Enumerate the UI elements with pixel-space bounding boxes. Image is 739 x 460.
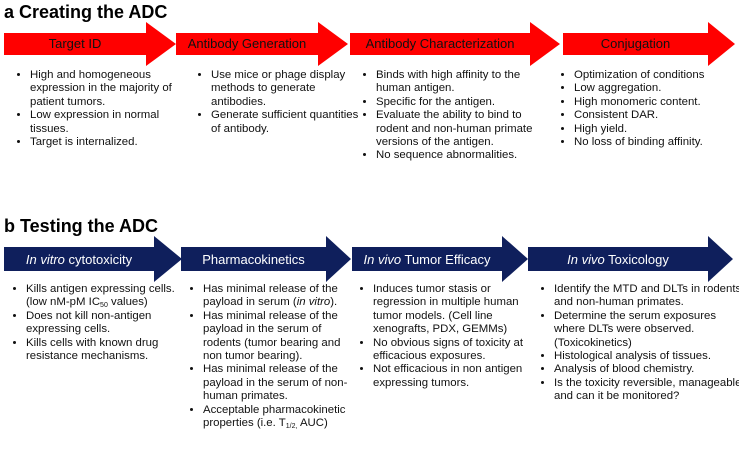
arrow-shape <box>4 22 176 66</box>
list-item: Has minimal release of the payload in se… <box>203 283 361 310</box>
list-item: Low aggregation. <box>574 82 739 95</box>
list-item: No sequence abnormalities. <box>376 149 539 162</box>
list-item: Acceptable pharmacokinetic properties (i… <box>203 404 361 431</box>
arrow-antibody-generation: Antibody Generation <box>176 21 348 67</box>
list-item-text-after: ). <box>330 296 338 309</box>
list-item-text: Does not kill non-antigen expressing cel… <box>26 309 152 336</box>
list-item-subscript: 50 <box>100 302 108 310</box>
arrow-shape <box>181 236 351 282</box>
list-item-text: Histological analysis of tissues. <box>554 350 712 363</box>
list-item-text: Is the toxicity reversible, manageable a… <box>554 376 739 403</box>
arrow-label: Target ID <box>48 36 102 51</box>
in-vitro-cytotoxicity-criteria: Kills antigen expressing cells. (low nM-… <box>13 283 191 363</box>
list-item: Identify the MTD and DLTs in rodents and… <box>554 283 739 310</box>
list-item: Is the toxicity reversible, manageable a… <box>554 377 739 404</box>
list-item-text: Has minimal release of the payload in th… <box>203 363 348 403</box>
arrow-label: Antibody Characterization <box>365 36 515 51</box>
arrow-label-rest: Toxicology <box>604 252 669 267</box>
list-item-subscript: 1/2, <box>285 423 298 431</box>
arrow-target-id: Target ID <box>4 21 176 67</box>
pharmacokinetics-criteria: Has minimal release of the payload in se… <box>190 283 361 430</box>
arrow-shape <box>350 22 560 66</box>
arrow-label: Pharmacokinetics <box>181 252 326 268</box>
arrow-label: In vitro cytotoxicity <box>4 252 154 268</box>
list-item-text: Has minimal release of the payload in th… <box>203 309 341 363</box>
list-item-text: Induces tumor stasis or regression in mu… <box>373 283 519 336</box>
arrow-in-vivo-tumor-efficacy: In vivo Tumor Efficacy <box>352 236 528 282</box>
list-item: Induces tumor stasis or regression in mu… <box>373 283 539 337</box>
arrow-label: In vivo Toxicology <box>528 252 708 268</box>
arrow-label-rest: Tumor Efficacy <box>401 252 491 267</box>
list-item: Has minimal release of the payload in th… <box>203 310 361 364</box>
target-id-criteria: High and homogeneous expression in the m… <box>17 69 185 149</box>
arrow-label-italic: In vitro <box>25 252 65 267</box>
section-a-heading: Creating the ADC <box>19 2 168 22</box>
list-item: Analysis of blood chemistry. <box>554 363 739 376</box>
arrow-label-rest: Pharmacokinetics <box>202 252 305 267</box>
antibody-generation-criteria: Use mice or phage display methods to gen… <box>198 69 367 136</box>
section-b-title: b Testing the ADC <box>4 216 158 236</box>
arrow-in-vitro-cytotoxicity: In vitro cytotoxicity <box>4 236 182 282</box>
arrow-label: In vivo Tumor Efficacy <box>352 252 502 268</box>
list-item: Kills antigen expressing cells. (low nM-… <box>26 283 191 310</box>
list-item: No loss of binding affinity. <box>574 136 739 149</box>
arrow-conjugation: Conjugation <box>563 21 735 67</box>
list-item-italic: in vitro <box>296 296 331 309</box>
antibody-characterization-criteria: Binds with high affinity to the human an… <box>363 69 539 163</box>
arrow-shape <box>4 236 182 282</box>
list-item-text: Not efficacious in non antigen expressin… <box>373 363 523 389</box>
list-item: Low expression in normal tissues. <box>30 109 185 136</box>
arrow-label: Antibody Generation <box>187 36 307 51</box>
list-item-text: Kills antigen expressing cells. (low nM-… <box>26 283 175 309</box>
list-item: Consistent DAR. <box>574 109 739 122</box>
conjugation-criteria: Optimization of conditions Low aggregati… <box>561 69 739 149</box>
list-item-text: Determine the serum exposures where DLTs… <box>554 309 717 349</box>
section-a-title: a Creating the ADC <box>4 2 167 22</box>
list-item: Optimization of conditions <box>574 69 739 82</box>
list-item: Binds with high affinity to the human an… <box>376 69 539 96</box>
arrow-in-vivo-toxicology: In vivo Toxicology <box>528 236 733 282</box>
list-item: Kills cells with known drug resistance m… <box>26 337 191 364</box>
list-item: Does not kill non-antigen expressing cel… <box>26 310 191 337</box>
in-vivo-toxicology-criteria: Identify the MTD and DLTs in rodents and… <box>541 283 739 404</box>
section-b-letter: b <box>4 216 15 236</box>
in-vivo-tumor-efficacy-criteria: Induces tumor stasis or regression in mu… <box>360 283 539 390</box>
arrow-label-italic: In vivo <box>363 252 402 267</box>
arrow-label-italic: In vivo <box>567 252 605 267</box>
section-a-letter: a <box>4 2 15 22</box>
list-item-text: Identify the MTD and DLTs in rodents and… <box>554 283 739 309</box>
list-item: Determine the serum exposures where DLTs… <box>554 310 739 350</box>
list-item: Not efficacious in non antigen expressin… <box>373 363 539 390</box>
list-item: Has minimal release of the payload in th… <box>203 363 361 403</box>
arrow-shape <box>352 236 528 282</box>
list-item: High yield. <box>574 123 739 136</box>
arrow-label: Conjugation <box>600 36 671 51</box>
list-item-text: Analysis of blood chemistry. <box>554 363 695 376</box>
arrow-shape <box>563 22 735 66</box>
list-item: Generate sufficient quantities of antibo… <box>211 109 367 136</box>
list-item: Use mice or phage display methods to gen… <box>211 69 367 109</box>
list-item: Target is internalized. <box>30 136 185 149</box>
list-item-text: Acceptable pharmacokinetic properties (i… <box>203 403 346 430</box>
list-item-text: Kills cells with known drug resistance m… <box>26 336 159 363</box>
arrow-label-rest: cytotoxicity <box>64 252 133 267</box>
list-item: Evaluate the ability to bind to rodent a… <box>376 109 539 149</box>
list-item: No obvious signs of toxicity at efficaci… <box>373 337 539 364</box>
arrow-shape <box>528 236 733 282</box>
arrow-pharmacokinetics: Pharmacokinetics <box>181 236 351 282</box>
list-item: Histological analysis of tissues. <box>554 350 739 363</box>
list-item: High and homogeneous expression in the m… <box>30 69 185 109</box>
arrow-antibody-characterization: Antibody Characterization <box>350 21 560 67</box>
section-b-heading: Testing the ADC <box>20 216 159 236</box>
list-item-text: No obvious signs of toxicity at efficaci… <box>373 336 524 363</box>
list-item: High monomeric content. <box>574 96 739 109</box>
list-item-text-after: AUC) <box>297 417 328 430</box>
list-item-text-after: values) <box>107 296 148 309</box>
list-item: Specific for the antigen. <box>376 96 539 109</box>
arrow-shape <box>176 22 348 66</box>
list-item-text: Has minimal release of the payload in se… <box>203 283 338 309</box>
